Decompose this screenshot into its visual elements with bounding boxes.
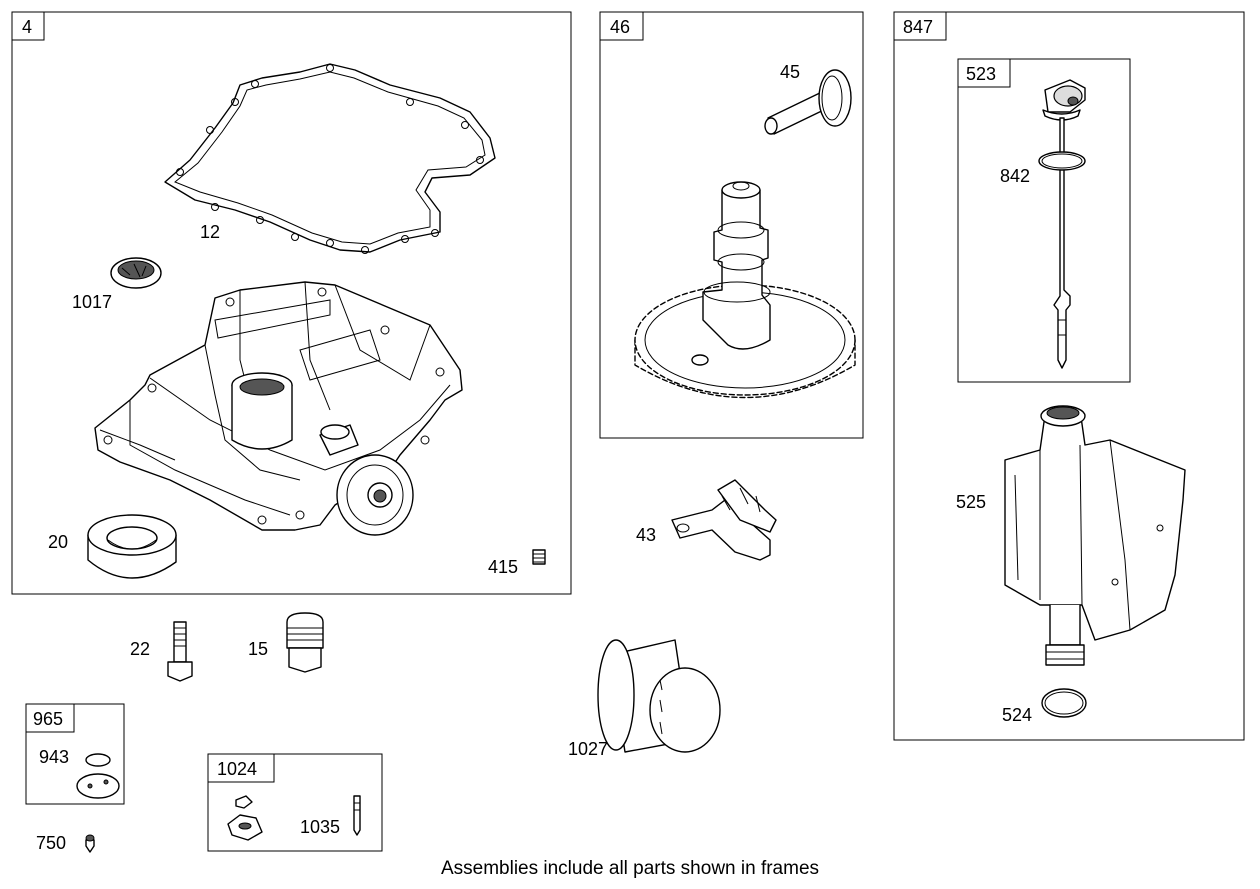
- plug-415: [532, 549, 546, 565]
- caption: Assemblies include all parts shown in fr…: [440, 858, 820, 879]
- label-43: 43: [636, 525, 656, 545]
- label-15: 15: [248, 639, 268, 659]
- governor-43: [671, 479, 777, 561]
- sump-cover: [94, 281, 463, 536]
- cover-943: [76, 753, 120, 799]
- frame-4: 4: [11, 11, 572, 595]
- label-943: 943: [39, 747, 69, 767]
- frame-46-number: 46: [610, 17, 630, 37]
- parts-1024: [227, 795, 361, 841]
- label-524: 524: [1002, 705, 1032, 725]
- label-525: 525: [956, 492, 986, 512]
- plug-15: [286, 612, 324, 673]
- label-415: 415: [488, 557, 518, 577]
- label-1035: 1035: [300, 817, 340, 837]
- frame-965-number: 965: [33, 709, 63, 729]
- label-22: 22: [130, 639, 150, 659]
- seal-20: [87, 514, 177, 579]
- gasket-12: [164, 63, 496, 254]
- label-1017: 1017: [72, 292, 112, 312]
- plug-1017: [110, 257, 162, 289]
- camshaft: [634, 181, 856, 399]
- frame-847: 847: [893, 11, 1245, 741]
- oil-filter-1027: [597, 639, 721, 753]
- tappet-45: [764, 69, 852, 135]
- label-1027: 1027: [568, 739, 608, 759]
- label-20: 20: [48, 532, 68, 552]
- dipstick-tube-525: [1004, 405, 1186, 666]
- label-842: 842: [1000, 166, 1030, 186]
- frame-965: 965: [25, 703, 125, 805]
- label-750: 750: [36, 833, 66, 853]
- o-ring-842: [1038, 151, 1086, 171]
- frame-1024-number: 1024: [217, 759, 257, 779]
- screw-750: [85, 834, 95, 853]
- bolt-22: [167, 621, 193, 682]
- frame-46: 46: [599, 11, 864, 439]
- frame-523-number: 523: [966, 64, 996, 84]
- label-12: 12: [200, 222, 220, 242]
- label-45: 45: [780, 62, 800, 82]
- frame-1024: 1024: [207, 753, 383, 852]
- o-ring-524: [1041, 688, 1087, 718]
- dipstick-523: [1042, 79, 1086, 369]
- frame-847-number: 847: [903, 17, 933, 37]
- frame-523: 523: [957, 58, 1131, 383]
- frame-4-number: 4: [22, 17, 32, 37]
